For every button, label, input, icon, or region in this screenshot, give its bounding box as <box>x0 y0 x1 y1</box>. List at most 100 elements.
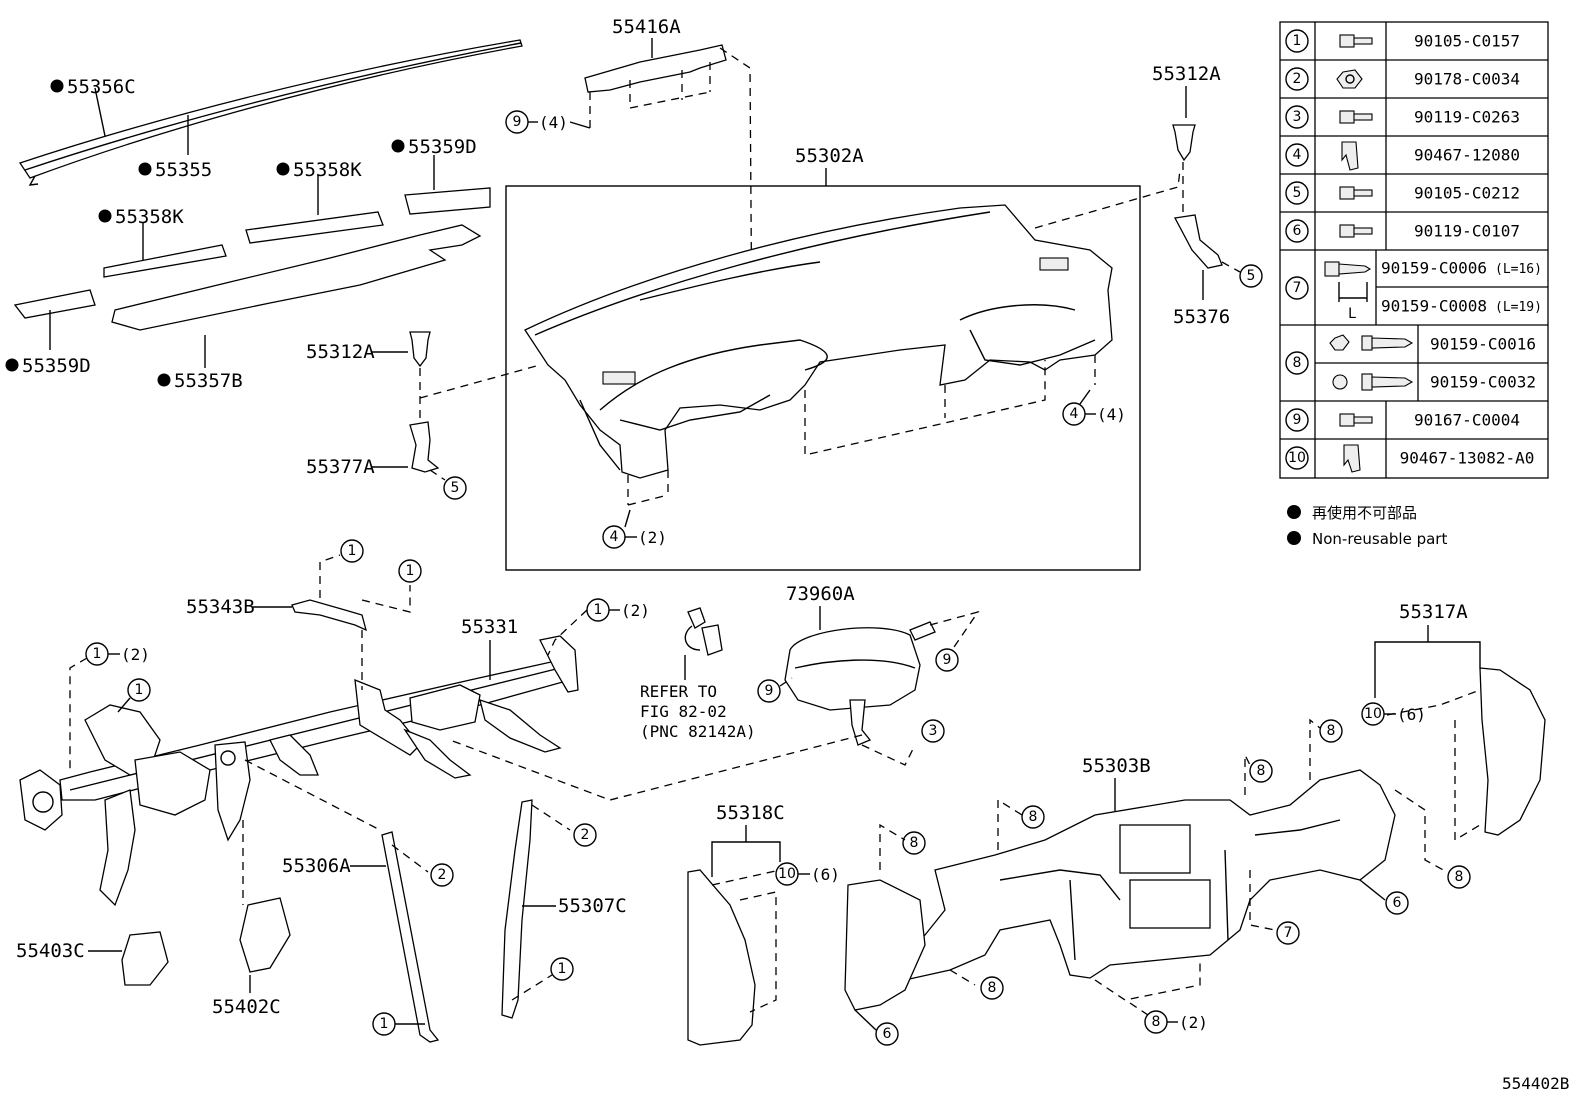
svg-text:2: 2 <box>1293 71 1302 87</box>
callout-8 <box>980 976 1004 1000</box>
non-reusable-dot-icon <box>157 373 171 387</box>
svg-text:8: 8 <box>1455 869 1464 885</box>
callout-1 <box>398 559 422 583</box>
label-55331: 55331 <box>461 616 518 638</box>
callout-8 <box>902 831 926 855</box>
nut-icon <box>1336 69 1363 89</box>
non-reusable-dot-icon <box>1287 531 1301 545</box>
svg-text:9: 9 <box>943 652 952 668</box>
label-55307C: 55307C <box>558 895 627 917</box>
callout-2 <box>430 863 454 887</box>
label-55357B: 55357B <box>174 370 243 392</box>
callout-8 <box>1447 865 1471 889</box>
callout-9 <box>757 679 781 703</box>
callout-2 <box>573 823 597 847</box>
svg-text:5: 5 <box>1247 268 1256 284</box>
svg-text:(4): (4) <box>1097 405 1126 424</box>
part-code: 90119-C0107 <box>1414 222 1520 241</box>
part-code: 90167-C0004 <box>1414 411 1520 430</box>
label-55343B: 55343B <box>186 596 255 618</box>
silencer-pads <box>13 187 491 331</box>
label-73960A: 73960A <box>786 583 855 605</box>
svg-text:(6): (6) <box>811 865 840 884</box>
knee-airbag-73960A-part <box>784 621 936 746</box>
table-row-1: 1 90105-C0157 <box>1285 29 1520 53</box>
bracket-55377A-part <box>409 421 440 473</box>
legend-japanese: 再使用不可部品 <box>1312 504 1417 522</box>
svg-text:6: 6 <box>883 1026 892 1042</box>
svg-text:8: 8 <box>988 980 997 996</box>
table-row-4: 4 90467-12080 <box>1285 141 1520 171</box>
svg-text:1: 1 <box>406 563 415 579</box>
svg-text:4: 4 <box>610 529 619 545</box>
screw-icon <box>1329 334 1414 351</box>
legend-english: Non-reusable part <box>1312 530 1447 548</box>
svg-text:(2): (2) <box>638 528 667 547</box>
leader-55356C <box>94 87 106 137</box>
label-55318C: 55318C <box>716 802 785 824</box>
svg-text:8: 8 <box>910 835 919 851</box>
clip-55312A-part <box>1172 124 1196 162</box>
bolt-icon <box>1339 34 1373 48</box>
reinforcement-55331-part <box>19 635 579 907</box>
callout-1 <box>340 539 364 563</box>
bolt-icon <box>1339 224 1373 238</box>
cover-55318C-part <box>687 869 756 1046</box>
clip-55312A-part <box>409 331 431 368</box>
table-row-7: 7 L 90159-C0006 (L=16) 90159-C0008 (L=19… <box>1285 259 1542 322</box>
part-code: 90467-13082-A0 <box>1400 449 1535 468</box>
label-55358K: 55358K <box>293 159 362 181</box>
instrument-panel-55302A-part <box>524 204 1113 479</box>
cover-55317A-part <box>1479 667 1546 836</box>
part-code: 90159-C0008 <box>1381 297 1487 316</box>
svg-text:4: 4 <box>1070 406 1079 422</box>
svg-text:8: 8 <box>1327 723 1336 739</box>
callout-9 <box>935 648 959 672</box>
table-row-9: 9 90167-C0004 <box>1285 408 1520 432</box>
label-55306A: 55306A <box>282 855 351 877</box>
label-55312A: 55312A <box>1152 63 1221 85</box>
label-55312A: 55312A <box>306 341 375 363</box>
screw-icon <box>1324 261 1372 277</box>
refer-line-3: (PNC 82142A) <box>640 722 756 741</box>
svg-text:6: 6 <box>1393 895 1402 911</box>
label-55317A: 55317A <box>1399 601 1468 623</box>
svg-text:2: 2 <box>438 867 447 883</box>
part-code: 90159-C0016 <box>1430 335 1536 354</box>
label-55403C: 55403C <box>16 940 85 962</box>
part-code: 90178-C0034 <box>1414 70 1520 89</box>
svg-text:10: 10 <box>778 866 796 882</box>
svg-text:5: 5 <box>451 480 460 496</box>
callout-8 <box>1021 805 1045 829</box>
svg-text:5: 5 <box>1293 185 1302 201</box>
svg-text:1: 1 <box>135 682 144 698</box>
callout-6 <box>875 1022 899 1046</box>
svg-text:8: 8 <box>1257 763 1266 779</box>
svg-text:(6): (6) <box>1397 705 1426 724</box>
callout-1 <box>127 678 151 702</box>
table-row-3: 3 90119-C0263 <box>1285 105 1520 129</box>
label-55376: 55376 <box>1173 306 1230 328</box>
label-55359D: 55359D <box>408 136 477 158</box>
svg-text:7: 7 <box>1284 925 1293 941</box>
bracket-55343B-part <box>291 599 367 632</box>
bolt-icon <box>1339 186 1373 200</box>
part-code: 90119-C0263 <box>1414 108 1520 127</box>
callout-7 <box>1276 921 1300 945</box>
clip-icon <box>1343 444 1361 473</box>
cover-55402C-part <box>239 897 291 973</box>
label-55356C: 55356C <box>67 76 136 98</box>
svg-text:(2): (2) <box>1179 1013 1208 1032</box>
fastener-table <box>1279 21 1549 479</box>
svg-text:1: 1 <box>594 602 603 618</box>
screw-icon <box>1332 373 1414 391</box>
svg-text:1: 1 <box>348 543 357 559</box>
label-55355: 55355 <box>155 159 212 181</box>
length-label: (L=19) <box>1495 300 1542 315</box>
svg-text:1: 1 <box>558 961 567 977</box>
clip-icon <box>1341 141 1359 171</box>
table-row-5: 5 90105-C0212 <box>1285 181 1520 205</box>
non-reusable-dot-icon <box>1287 505 1301 519</box>
part-code: 90159-C0032 <box>1430 373 1536 392</box>
